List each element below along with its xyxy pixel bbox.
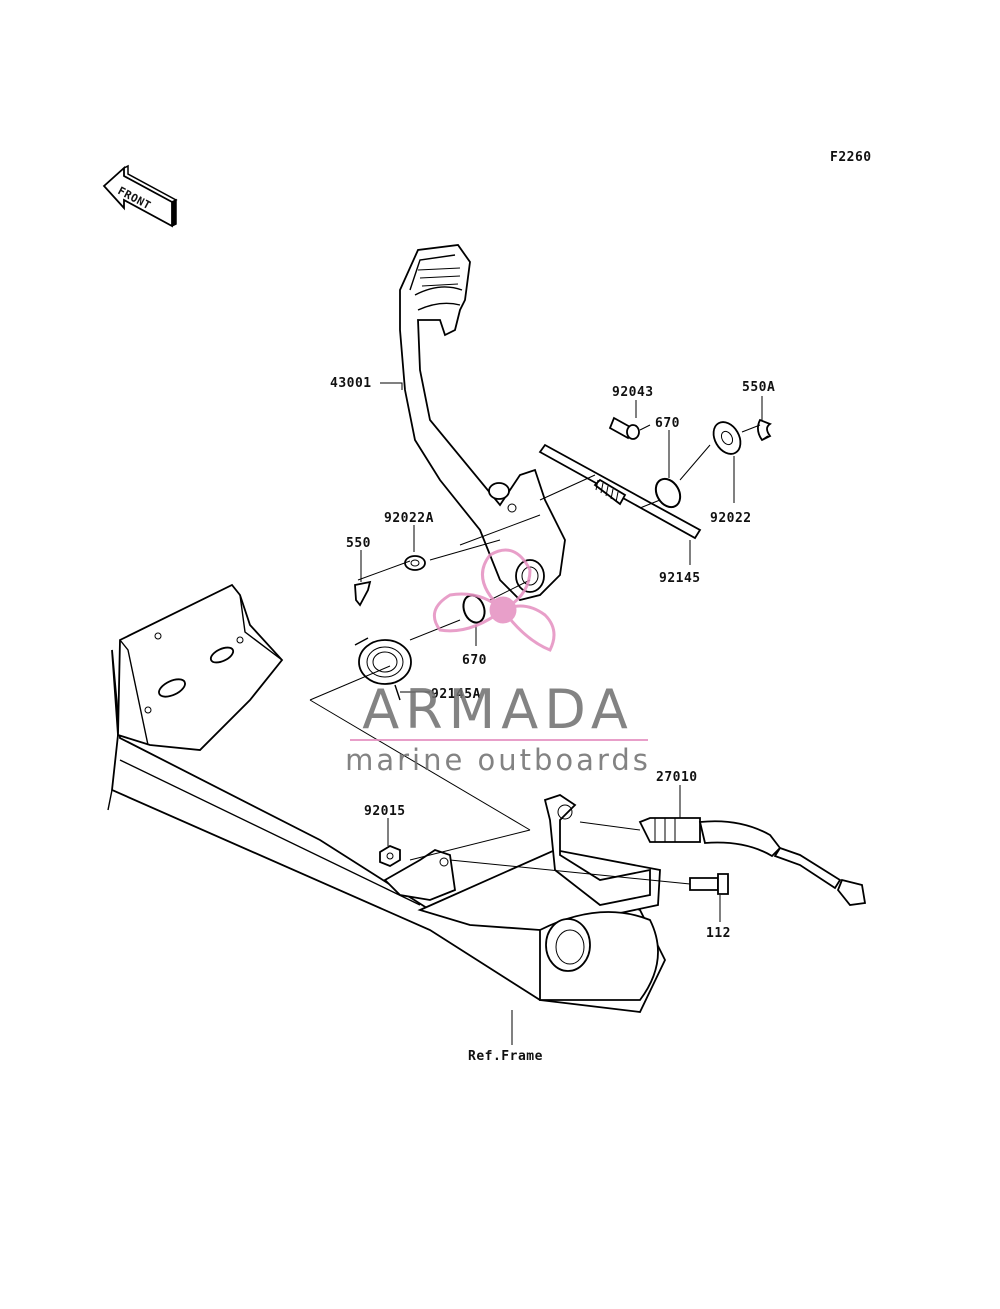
pin-drawing bbox=[608, 416, 640, 440]
label-670-left: 670 bbox=[462, 653, 487, 668]
cotter-pin-drawing bbox=[354, 580, 372, 607]
spring-rod-drawing bbox=[538, 443, 702, 540]
label-27010: 27010 bbox=[656, 770, 698, 785]
label-92015: 92015 bbox=[364, 804, 406, 819]
brake-pedal-drawing bbox=[399, 244, 566, 601]
label-92145: 92145 bbox=[659, 571, 701, 586]
nut-drawing bbox=[379, 844, 401, 868]
guide-lines bbox=[309, 424, 761, 885]
label-670-right: 670 bbox=[655, 416, 680, 431]
watermark-brand: ARMADA bbox=[362, 678, 634, 741]
label-550: 550 bbox=[346, 536, 371, 551]
propeller-logo-icon bbox=[432, 548, 556, 652]
return-spring-drawing bbox=[354, 637, 412, 701]
frame-drawing bbox=[107, 583, 667, 1013]
label-92022: 92022 bbox=[710, 511, 752, 526]
label-92145A: 92145A bbox=[431, 687, 481, 702]
leader-lines bbox=[360, 382, 763, 1045]
label-112: 112 bbox=[706, 926, 731, 941]
label-92043: 92043 bbox=[612, 385, 654, 400]
label-92022A: 92022A bbox=[384, 511, 434, 526]
label-550A: 550A bbox=[742, 380, 775, 395]
label-ref-frame: Ref.Frame bbox=[468, 1049, 543, 1064]
o-ring-right-drawing bbox=[654, 477, 682, 509]
brake-switch-drawing bbox=[638, 817, 867, 906]
washer-left-drawing bbox=[404, 555, 426, 571]
cotter-pin-a-drawing bbox=[757, 418, 772, 442]
figure-code: F2260 bbox=[830, 150, 872, 165]
label-43001: 43001 bbox=[330, 376, 372, 391]
bolt-drawing bbox=[689, 873, 729, 895]
washer-right-drawing bbox=[712, 421, 742, 455]
watermark-tagline: marine outboards bbox=[345, 743, 651, 777]
front-arrow-icon: FRONT bbox=[102, 164, 178, 228]
armada-watermark: ARMADA marine outboards bbox=[345, 548, 651, 777]
